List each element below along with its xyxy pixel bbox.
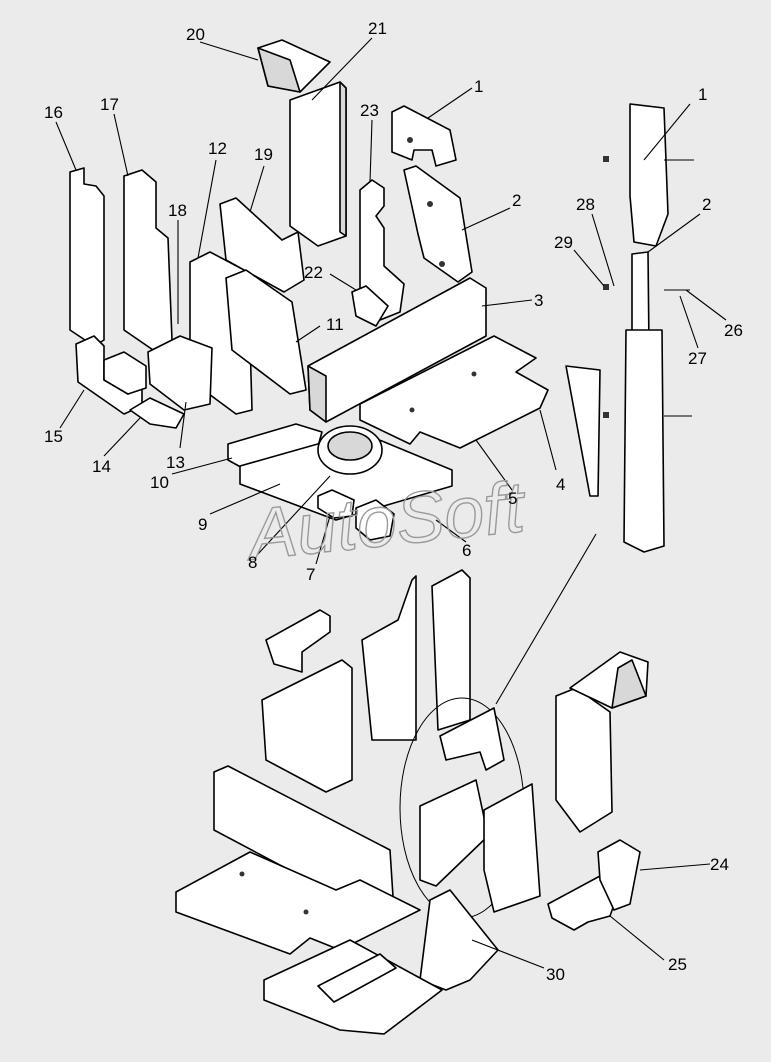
- callout-side-26: 26: [724, 321, 743, 340]
- callout-11: 11: [326, 315, 344, 334]
- callout-4: 4: [556, 475, 565, 494]
- part-21-post: [289, 81, 347, 247]
- part-17-post: [123, 169, 173, 353]
- assembled-part-highlighted-assembly: [399, 697, 541, 919]
- assembled-part-right-post: [431, 569, 471, 731]
- callout-8: 8: [248, 553, 257, 572]
- assembled-part-right-frame: [555, 687, 613, 833]
- part-6-block: [355, 499, 395, 541]
- callout-12: 12: [208, 139, 227, 158]
- callout-9: 9: [198, 515, 207, 534]
- callout-13: 13: [166, 453, 185, 472]
- part-1-cap: [391, 105, 457, 167]
- callout-side-2: 2: [702, 195, 711, 214]
- assembled-part-center-post: [361, 575, 417, 741]
- assembled-part-30-base: [419, 889, 499, 991]
- assembled-part-foot: [263, 939, 443, 1035]
- callout-30: 30: [546, 965, 565, 984]
- part-20-wedge: [257, 39, 331, 93]
- part-11-plate: [225, 269, 307, 395]
- part-2-plate: [403, 165, 473, 283]
- callout-15: 15: [44, 427, 63, 446]
- callout-1: 1: [474, 77, 483, 96]
- part-8-disc: [317, 425, 383, 475]
- assembled-part-24-wedge: [597, 839, 641, 911]
- callout-2: 2: [512, 191, 521, 210]
- callout-side-27: 27: [688, 349, 707, 368]
- leader-lines: [55, 37, 727, 969]
- callout-24: 24: [710, 855, 729, 874]
- callout-20: 20: [186, 25, 205, 44]
- callout-5: 5: [508, 489, 517, 508]
- part-19-bracket: [219, 197, 305, 293]
- callouts: 1 2 3 4 5 6 7 8 9 10 11 12 13 14 15 16 1…: [44, 19, 743, 984]
- part-4-wedge: [565, 365, 601, 497]
- callout-23: 23: [360, 101, 379, 120]
- callout-22: 22: [304, 263, 323, 282]
- callout-19: 19: [254, 145, 273, 164]
- callout-18: 18: [168, 201, 187, 220]
- assembled-part-base-plate: [175, 851, 421, 955]
- part-3-beam: [307, 277, 487, 423]
- side-view-assembly: [603, 103, 694, 553]
- assembled-view: [175, 569, 649, 1035]
- callout-17: 17: [100, 95, 119, 114]
- part-13-rail: [147, 335, 213, 411]
- part-16-post: [69, 167, 105, 347]
- callout-6: 6: [462, 541, 471, 560]
- callout-25: 25: [668, 955, 687, 974]
- part-5-base: [359, 335, 549, 449]
- callout-21: 21: [368, 19, 387, 38]
- part-22-wedge: [351, 285, 389, 327]
- callout-3: 3: [534, 291, 543, 310]
- callout-side-28: 28: [576, 195, 595, 214]
- callout-10: 10: [150, 473, 169, 492]
- callout-side-1: 1: [698, 85, 707, 104]
- top-exploded-view: [69, 39, 601, 541]
- part-7-clip: [317, 489, 355, 519]
- callout-7: 7: [306, 565, 315, 584]
- assembled-part-left-frame: [261, 659, 353, 793]
- callout-side-29: 29: [554, 233, 573, 252]
- part-15-foot: [75, 335, 147, 415]
- part-14-pad: [129, 397, 185, 429]
- callout-14: 14: [92, 457, 111, 476]
- assembled-part-upper-left: [265, 609, 331, 673]
- callout-16: 16: [44, 103, 63, 122]
- assembled-part-wedge: [569, 651, 649, 709]
